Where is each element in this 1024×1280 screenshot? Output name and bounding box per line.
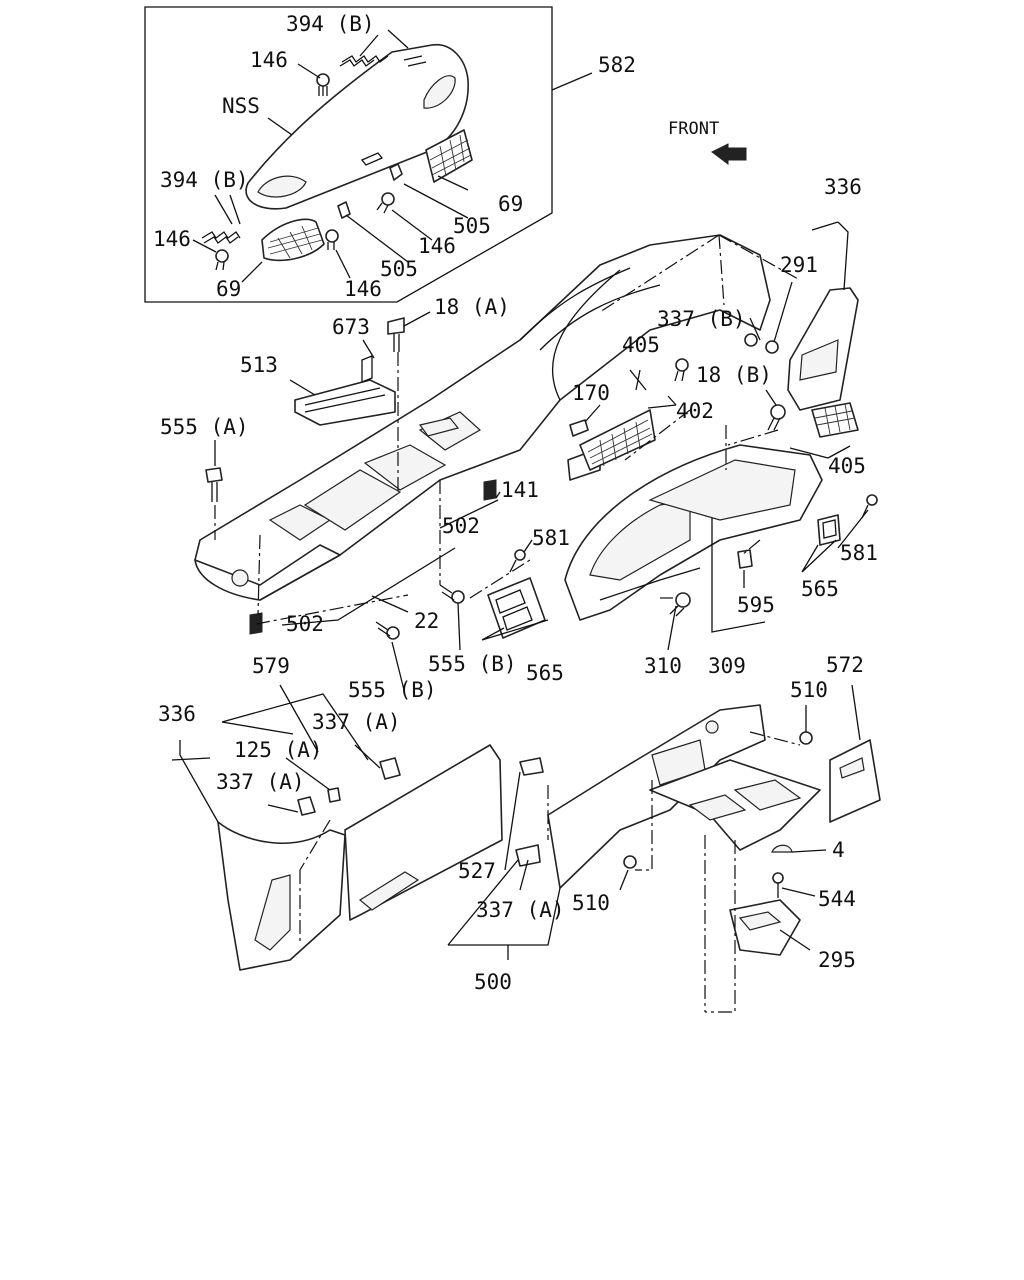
label-146-a: 146 <box>250 48 288 72</box>
label-405-right: 405 <box>828 454 866 478</box>
label-513: 513 <box>240 353 278 377</box>
label-544: 544 <box>818 887 856 911</box>
label-4: 4 <box>832 838 845 862</box>
label-673: 673 <box>332 315 370 339</box>
label-69-left: 69 <box>216 277 241 301</box>
console-tray <box>649 759 821 851</box>
label-291: 291 <box>780 253 818 277</box>
label-500: 500 <box>474 970 512 994</box>
label-510-bot: 510 <box>572 891 610 915</box>
label-581-right: 581 <box>840 541 878 565</box>
label-510-top: 510 <box>790 678 828 702</box>
label-295: 295 <box>818 948 856 972</box>
label-125a: 125 (A) <box>234 738 323 762</box>
front-arrow-icon <box>711 143 747 165</box>
speaker-grille-right <box>425 129 473 183</box>
label-572: 572 <box>826 653 864 677</box>
side-cover-336-top <box>787 287 859 411</box>
label-146-d: 146 <box>344 277 382 301</box>
cluster-housing <box>564 444 823 621</box>
label-146-c: 146 <box>418 234 456 258</box>
label-505-a: 505 <box>453 214 491 238</box>
main-fasteners <box>205 317 878 640</box>
label-309: 309 <box>708 654 746 678</box>
label-502-top: 502 <box>442 514 480 538</box>
glove-box-579 <box>344 744 503 921</box>
label-310: 310 <box>644 654 682 678</box>
upper-garnish <box>245 44 469 210</box>
label-22: 22 <box>414 609 439 633</box>
speaker-grille-left <box>261 218 325 262</box>
clip-394b-top <box>339 55 389 67</box>
label-394b-mid: 394 (B) <box>160 168 249 192</box>
label-527: 527 <box>458 859 496 883</box>
label-18b: 18 (B) <box>696 363 772 387</box>
label-595: 595 <box>737 593 775 617</box>
label-170: 170 <box>572 381 610 405</box>
front-label: FRONT <box>668 119 719 139</box>
label-336-top: 336 <box>824 175 862 199</box>
label-581-mid: 581 <box>532 526 570 550</box>
leader-lines <box>171 29 869 960</box>
switch-panel-565-right <box>817 514 841 546</box>
lower-fasteners <box>297 731 813 898</box>
label-555b-low: 555 (B) <box>348 678 437 702</box>
label-565-mid: 565 <box>526 661 564 685</box>
label-405-top: 405 <box>622 333 660 357</box>
label-402: 402 <box>676 399 714 423</box>
label-555b-mid: 555 (B) <box>428 652 517 676</box>
label-565-right: 565 <box>801 577 839 601</box>
switch-panel-565-mid <box>487 577 546 639</box>
side-panel-572 <box>829 739 881 823</box>
label-579: 579 <box>252 654 290 678</box>
vent-405-right <box>811 402 859 438</box>
label-337a-left: 337 (A) <box>216 770 305 794</box>
label-141: 141 <box>501 478 539 502</box>
side-cover-336-left <box>217 821 346 971</box>
clip-394b-mid <box>201 231 241 244</box>
label-nss: NSS <box>222 94 260 118</box>
inset-box <box>144 6 553 303</box>
ashtray-295 <box>729 899 801 956</box>
label-582: 582 <box>598 53 636 77</box>
inset-fasteners <box>215 73 403 271</box>
main-dashboard <box>194 234 771 601</box>
vent-405-center <box>569 409 656 471</box>
callout-labels: 394 (B) 582 146 NSS FRONT 394 (B) 336 69… <box>153 12 878 994</box>
label-337b: 337 (B) <box>657 307 746 331</box>
label-555a: 555 (A) <box>160 415 249 439</box>
label-502-low: 502 <box>286 612 324 636</box>
label-337a-bot: 337 (A) <box>476 898 565 922</box>
label-394b-top: 394 (B) <box>286 12 375 36</box>
dash-dot-lines <box>214 234 801 1013</box>
bracket-513 <box>294 355 396 426</box>
label-18a: 18 (A) <box>434 295 510 319</box>
label-337a-top: 337 (A) <box>312 710 401 734</box>
label-336-left: 336 <box>158 702 196 726</box>
label-146-b: 146 <box>153 227 191 251</box>
label-69-right: 69 <box>498 192 523 216</box>
label-505-b: 505 <box>380 257 418 281</box>
